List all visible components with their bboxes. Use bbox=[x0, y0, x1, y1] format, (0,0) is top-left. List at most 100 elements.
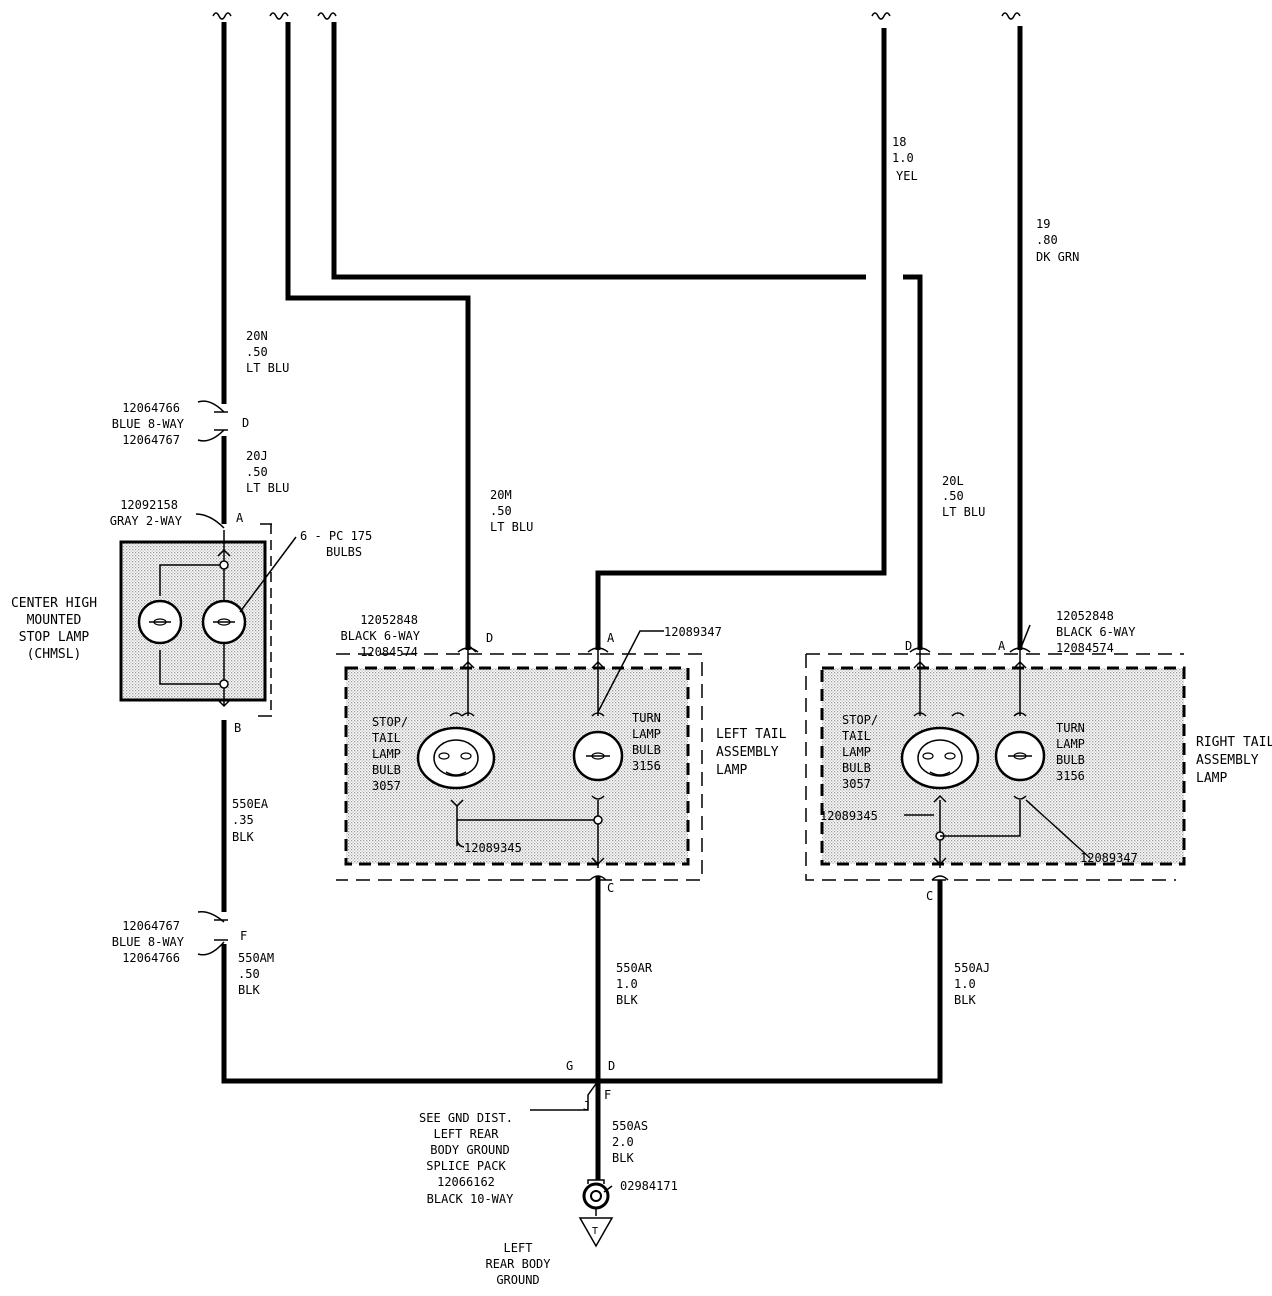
ground-icon: T bbox=[578, 1179, 614, 1248]
wire-label-20j: 20J .50 LT BLU bbox=[246, 449, 289, 495]
left-stop-bulb-label: STOP/ TAIL LAMP BULB 3057 bbox=[372, 715, 408, 793]
svg-text:LAMP: LAMP bbox=[842, 745, 871, 759]
svg-text:LT BLU: LT BLU bbox=[490, 520, 533, 534]
socket-label-right-stop: 12089345 bbox=[820, 809, 878, 823]
svg-text:12052848: 12052848 bbox=[360, 613, 418, 627]
svg-text:1.0: 1.0 bbox=[892, 151, 914, 165]
wire-label-550am: 550AM .50 BLK bbox=[238, 951, 274, 997]
svg-text:C: C bbox=[926, 889, 933, 903]
svg-text:BULBS: BULBS bbox=[326, 545, 362, 559]
svg-text:LAMP: LAMP bbox=[716, 763, 747, 778]
svg-text:TAIL: TAIL bbox=[842, 729, 871, 743]
svg-text:STOP/: STOP/ bbox=[842, 713, 878, 727]
svg-text:F: F bbox=[240, 929, 247, 943]
svg-text:BULB: BULB bbox=[372, 763, 401, 777]
connector-label-black-6way-left: 12052848 BLACK 6-WAY 12084574 bbox=[341, 613, 421, 659]
wire-label-550ar: 550AR 1.0 BLK bbox=[616, 961, 653, 1007]
blue-8way-connector-top bbox=[197, 400, 228, 442]
svg-text:BLK: BLK bbox=[612, 1151, 634, 1165]
right-turn-bulb-label: TURN LAMP BULB 3156 bbox=[1056, 721, 1085, 783]
svg-text:20J: 20J bbox=[246, 449, 268, 463]
svg-text:D: D bbox=[486, 631, 493, 645]
right-stop-tail-bulb-icon bbox=[900, 726, 980, 790]
svg-text:REAR BODY: REAR BODY bbox=[485, 1257, 551, 1271]
svg-text:18: 18 bbox=[892, 135, 906, 149]
svg-text:BLUE 8-WAY: BLUE 8-WAY bbox=[112, 417, 185, 431]
ground-location-label: LEFT REAR BODY GROUND bbox=[485, 1241, 551, 1287]
left-stop-tail-bulb-icon bbox=[416, 726, 496, 790]
svg-text:SPLICE PACK: SPLICE PACK bbox=[426, 1159, 506, 1173]
svg-text:12064766: 12064766 bbox=[122, 401, 180, 415]
svg-text:(CHMSL): (CHMSL) bbox=[27, 647, 82, 662]
svg-text:.80: .80 bbox=[1036, 233, 1058, 247]
svg-text:BLK: BLK bbox=[616, 993, 638, 1007]
svg-text:BULB: BULB bbox=[1056, 753, 1085, 767]
svg-text:D: D bbox=[608, 1059, 615, 1073]
svg-text:D: D bbox=[905, 639, 912, 653]
left-tail-lamp-box bbox=[336, 650, 703, 881]
svg-text:GROUND: GROUND bbox=[496, 1273, 539, 1287]
svg-text:A: A bbox=[607, 631, 615, 645]
svg-text:YEL: YEL bbox=[896, 169, 918, 183]
svg-text:3156: 3156 bbox=[632, 759, 661, 773]
svg-text:F: F bbox=[604, 1088, 611, 1102]
left-turn-bulb-label: TURN LAMP BULB 3156 bbox=[632, 711, 661, 773]
svg-text:LEFT: LEFT bbox=[504, 1241, 533, 1255]
svg-text:550EA: 550EA bbox=[232, 797, 269, 811]
svg-text:550AJ: 550AJ bbox=[954, 961, 990, 975]
svg-text:.50: .50 bbox=[246, 345, 268, 359]
svg-text:BLACK 6-WAY: BLACK 6-WAY bbox=[1056, 625, 1136, 639]
svg-text:BLACK 6-WAY: BLACK 6-WAY bbox=[341, 629, 421, 643]
svg-text:6 - PC 175: 6 - PC 175 bbox=[300, 529, 372, 543]
wire-label-20l: 20L .50 LT BLU bbox=[942, 474, 985, 519]
wire-label-550ea: 550EA .35 BLK bbox=[232, 797, 269, 844]
right-tail-lamp-box bbox=[805, 650, 1186, 881]
svg-text:.50: .50 bbox=[490, 504, 512, 518]
svg-text:A: A bbox=[236, 511, 244, 525]
chmsl-label: CENTER HIGH MOUNTED STOP LAMP (CHMSL) bbox=[11, 596, 97, 662]
gray-2way-connector bbox=[195, 513, 225, 529]
svg-text:2.0: 2.0 bbox=[612, 1135, 634, 1149]
svg-text:BLACK 10-WAY: BLACK 10-WAY bbox=[427, 1192, 514, 1206]
socket-label-right-turn: 12089347 bbox=[1080, 851, 1138, 865]
svg-text:12064767: 12064767 bbox=[122, 433, 180, 447]
svg-text:12064767: 12064767 bbox=[122, 919, 180, 933]
svg-text:12084574: 12084574 bbox=[1056, 641, 1114, 655]
svg-text:550AR: 550AR bbox=[616, 961, 653, 975]
connector-label-blue-8way-top: 12064766 BLUE 8-WAY 12064767 bbox=[112, 401, 185, 447]
svg-text:12084574: 12084574 bbox=[360, 645, 418, 659]
svg-text:3057: 3057 bbox=[842, 777, 871, 791]
svg-text:12064766: 12064766 bbox=[122, 951, 180, 965]
svg-text:D: D bbox=[242, 416, 249, 430]
svg-text:3156: 3156 bbox=[1056, 769, 1085, 783]
svg-text:LAMP: LAMP bbox=[1056, 737, 1085, 751]
connector-label-black-6way-right: 12052848 BLACK 6-WAY 12084574 bbox=[1056, 609, 1136, 655]
svg-text:20L: 20L bbox=[942, 474, 964, 488]
svg-text:550AM: 550AM bbox=[238, 951, 274, 965]
svg-text:MOUNTED: MOUNTED bbox=[27, 613, 82, 628]
left-tail-lamp-label: LEFT TAIL ASSEMBLY LAMP bbox=[716, 727, 787, 778]
svg-text:SEE GND DIST.: SEE GND DIST. bbox=[419, 1111, 513, 1125]
svg-text:B: B bbox=[234, 721, 241, 735]
svg-text:LEFT REAR: LEFT REAR bbox=[433, 1127, 499, 1141]
svg-text:BLK: BLK bbox=[954, 993, 976, 1007]
svg-text:12052848: 12052848 bbox=[1056, 609, 1114, 623]
wire-20l bbox=[331, 22, 866, 280]
blue-8way-connector-bottom bbox=[197, 910, 228, 956]
svg-text:LAMP: LAMP bbox=[1196, 771, 1227, 786]
connector-label-blue-8way-bottom: 12064767 BLUE 8-WAY 12064766 bbox=[112, 919, 185, 965]
wire-label-20m: 20M .50 LT BLU bbox=[490, 488, 533, 534]
chmsl-bulbs-label: 6 - PC 175 BULBS bbox=[300, 529, 372, 559]
connector-label-gray-2way: 12092158 GRAY 2-WAY bbox=[110, 498, 183, 528]
svg-text:TAIL: TAIL bbox=[372, 731, 401, 745]
svg-text:.50: .50 bbox=[942, 489, 964, 503]
wire-label-20n: 20N .50 LT BLU bbox=[246, 329, 289, 375]
svg-text:.50: .50 bbox=[246, 465, 268, 479]
right-stop-bulb-label: STOP/ TAIL LAMP BULB 3057 bbox=[842, 713, 878, 791]
wire-20m bbox=[285, 22, 471, 650]
svg-text:BLUE 8-WAY: BLUE 8-WAY bbox=[112, 935, 185, 949]
svg-text:12066162: 12066162 bbox=[437, 1175, 495, 1189]
ground-eyelet-label: 02984171 bbox=[620, 1179, 678, 1193]
wire-label-19: 19 .80 DK GRN bbox=[1036, 217, 1079, 264]
